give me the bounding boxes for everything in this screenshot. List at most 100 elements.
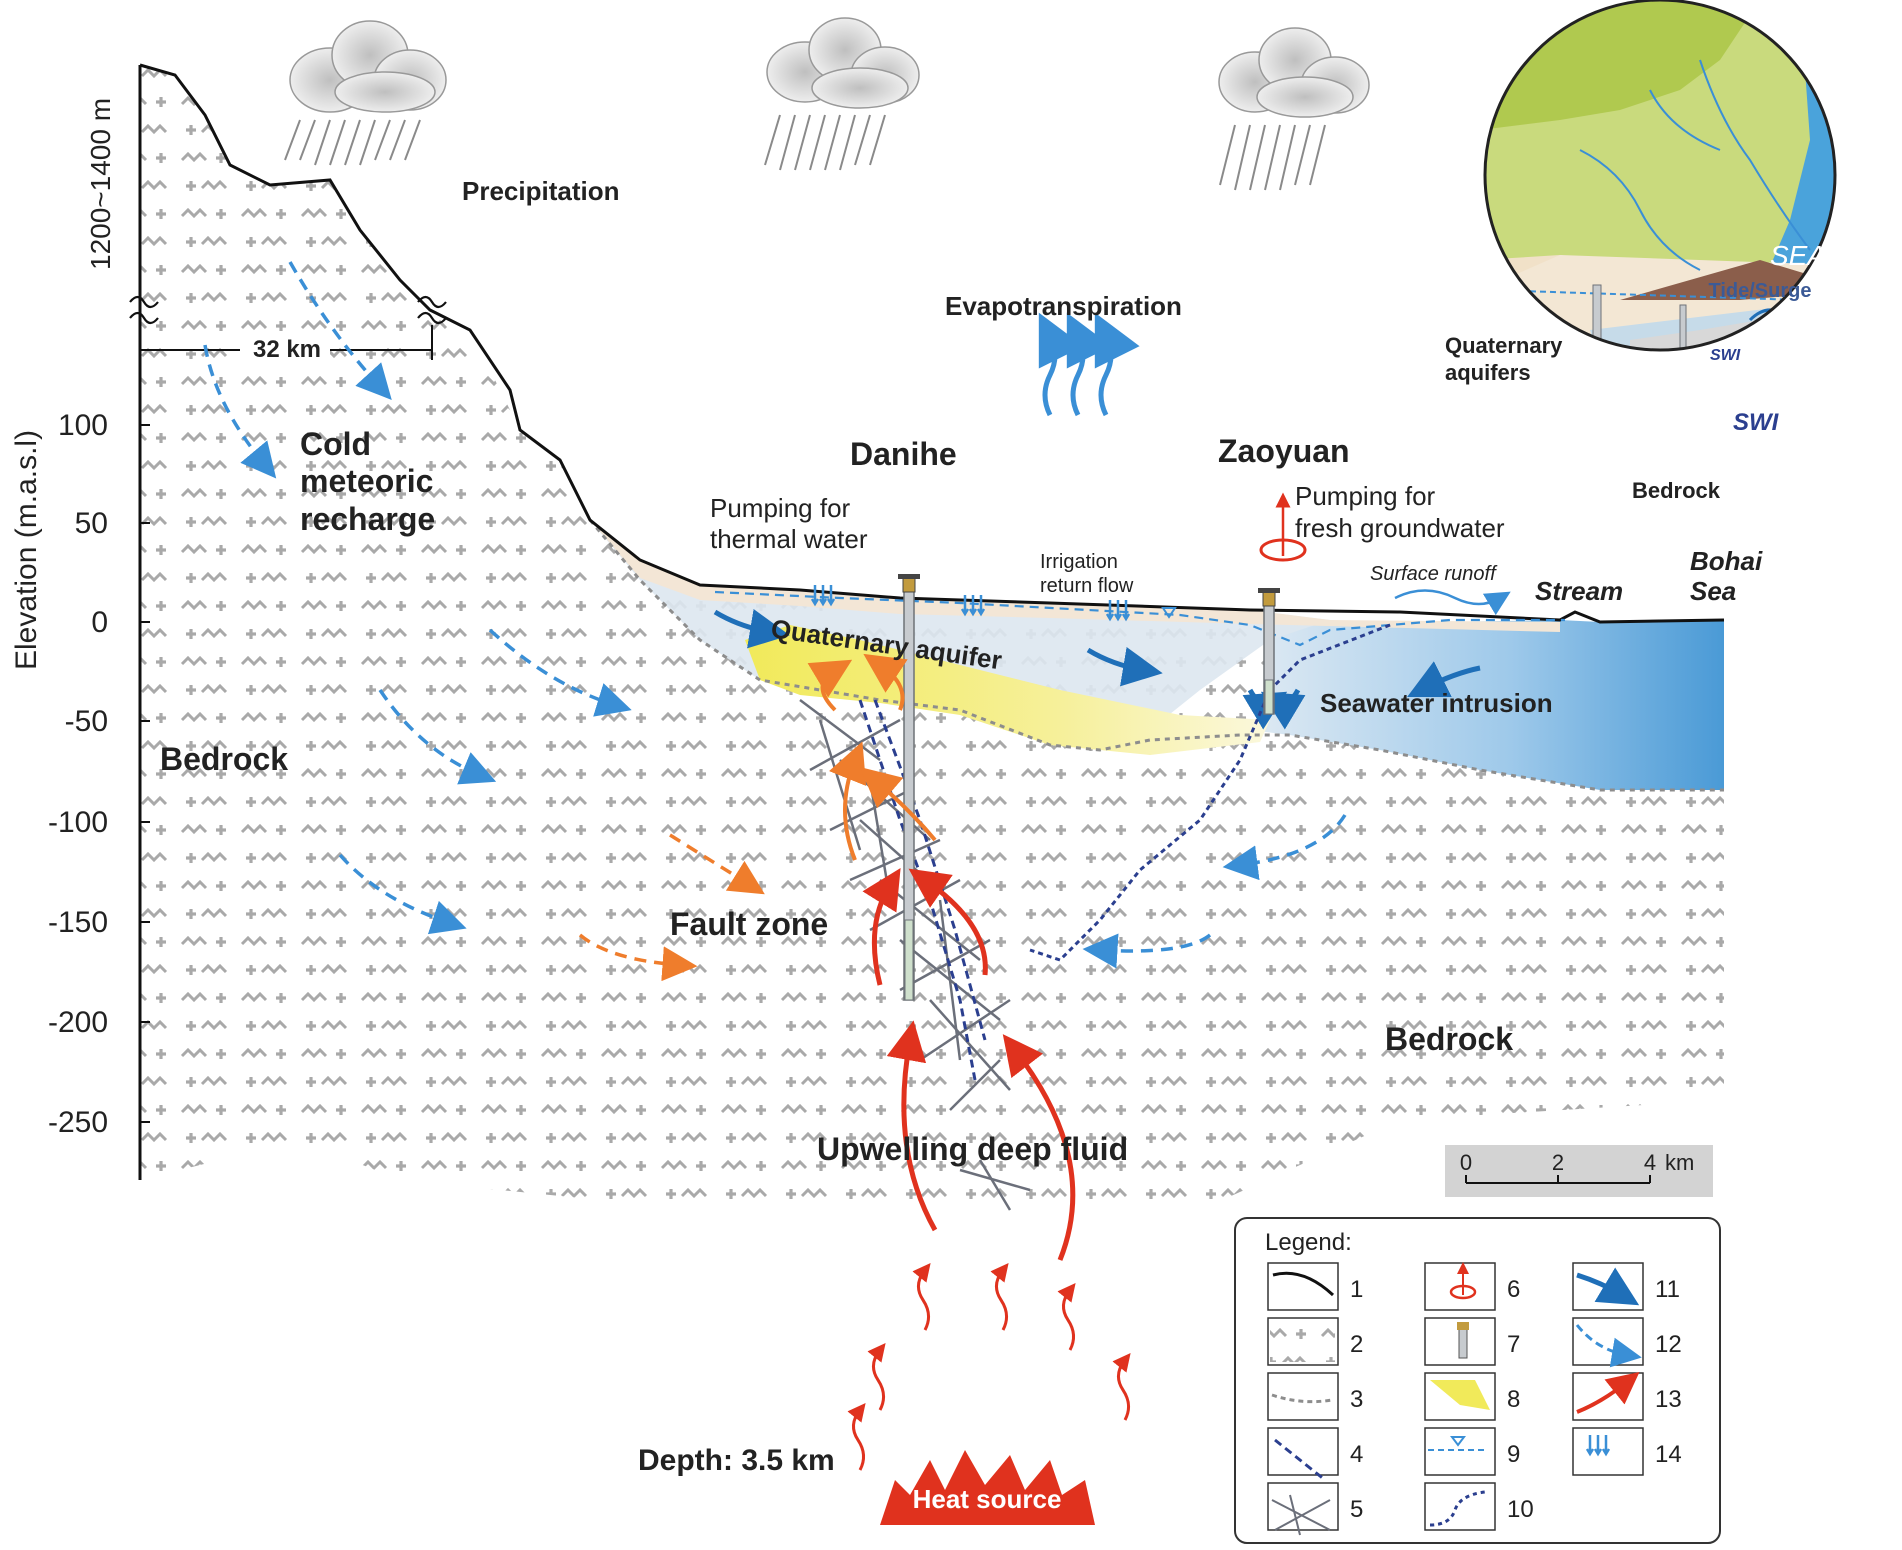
scale-unit: km [1665,1150,1694,1175]
legend-item-number: 7 [1507,1331,1520,1358]
legend-item-box [1267,1262,1339,1311]
legend-item-number: 9 [1507,1441,1520,1468]
y-tick-label: 50 [75,507,108,540]
y-axis-title: Elevation (m.a.s.l) [10,430,43,670]
y-axis-ticks: 100 50 0 -50 -100 -150 -200 -250 [48,409,150,1139]
pumping-fresh-label-1: Pumping for [1295,481,1436,511]
zaoyuan-label: Zaoyuan [1218,433,1350,469]
inset-swi-small-label: SWI [1710,347,1741,364]
unsaturated-zone [590,520,1560,632]
y-tick-label: 0 [91,606,108,639]
depth-label: Depth: 3.5 km [638,1444,835,1477]
legend-item-box [1424,1317,1496,1366]
cloud-left [284,20,447,166]
legend-item-box [1424,1372,1496,1421]
seawater-intrusion-label: Seawater intrusion [1320,688,1553,718]
legend-item-number: 14 [1655,1441,1682,1468]
cold-recharge-label-3: recharge [300,501,435,537]
legend-item-number: 6 [1507,1276,1520,1303]
legend-item-number: 13 [1655,1386,1682,1413]
pumping-thermal-label-2: thermal water [710,524,868,554]
y-tick-label: -150 [48,906,108,939]
precipitation-label: Precipitation [462,176,619,206]
evapotranspiration-arrows [1038,312,1140,417]
cold-recharge-label-1: Cold [300,426,371,462]
inset-sea-label: SEA [1770,240,1826,271]
water-table-line [714,590,1565,647]
stream-label: Stream [1535,576,1623,606]
recharge-flow-arrows [203,261,1347,969]
y-axis-range-top: 1200~1400 m [85,98,116,270]
inset-map [1485,0,1835,350]
legend-item-box [1424,1427,1496,1476]
legend-item-number: 2 [1350,1331,1363,1358]
inset-bedrock-label: Bedrock [1632,478,1721,503]
irrigation-label-1: Irrigation [1040,551,1118,573]
legend-item-number: 11 [1655,1276,1680,1303]
legend-item-number: 5 [1350,1496,1363,1523]
distance-bracket: 32 km [140,325,433,363]
inset-border [1483,0,1837,352]
bohai-sea-label-2: Sea [1690,576,1736,606]
scale-tick-4: 4 [1644,1150,1656,1175]
evapotranspiration-label: Evapotranspiration [945,291,1182,321]
bohai-sea-label-1: Bohai [1690,546,1763,576]
saltwater-interface [1029,623,1391,962]
fault-zone-label: Fault zone [670,906,828,942]
legend-item-box [1572,1262,1644,1311]
heat-source-label: Heat source [913,1484,1062,1514]
lateral-warm-arrows [578,833,765,982]
thermal-well [898,574,920,1001]
cold-recharge-label-2: meteoric [300,463,433,499]
y-tick-label: -100 [48,806,108,839]
bedrock-label-right: Bedrock [1385,1021,1513,1057]
irrigation-infiltration-symbols [810,585,1131,622]
legend-item-box [1572,1317,1644,1366]
y-tick-label: -250 [48,1106,108,1139]
legend-item-number: 3 [1350,1386,1363,1413]
inset-quaternary-label-2: aquifers [1445,360,1531,385]
legend-item-box [1267,1372,1339,1421]
thermal-upflow-arrows [862,868,1076,1261]
heat-source-symbol [847,1262,1131,1525]
aquifer-flow-arrows [713,608,1481,730]
y-axis-break [129,295,447,325]
legend-item-number: 1 [1350,1276,1363,1303]
distance-label: 32 km [253,336,321,363]
inset-swi-large-label: SWI [1733,409,1780,436]
danihe-label: Danihe [850,436,957,472]
legend-item-box [1267,1427,1339,1476]
legend-title: Legend: [1265,1229,1352,1256]
scale-tick-2: 2 [1552,1150,1564,1175]
cloud-center [764,17,920,171]
legend-item-number: 12 [1655,1331,1682,1358]
warm-upflow-arrows [807,653,937,861]
inset-tide-label: Tide/Surge [1709,280,1812,302]
legend-item-number: 4 [1350,1441,1363,1468]
inset-aquitard-label: Aquitard [1740,362,1792,378]
fresh-well [1258,588,1280,715]
scale-bar: 0 2 4 km [1445,1145,1713,1197]
surface-runoff-label: Surface runoff [1370,563,1498,585]
irrigation-label-2: return flow [1040,575,1134,597]
cloud-right [1218,27,1370,191]
y-tick-label: 100 [58,409,108,442]
legend-item-number: 8 [1507,1386,1520,1413]
legend-item-number: 10 [1507,1496,1534,1523]
inset-quaternary-label-1: Quaternary [1445,333,1563,358]
water-level-marker [1161,607,1177,619]
legend-item-box [1267,1317,1339,1366]
upwelling-label: Upwelling deep fluid [817,1131,1128,1167]
legend-symbols [1270,1262,1642,1536]
legend-item-box [1267,1482,1339,1531]
quaternary-aquifer-band [590,520,1330,748]
pumping-thermal-label-1: Pumping for [710,493,851,523]
y-tick-label: -50 [65,705,108,738]
legend-item-box [1424,1482,1496,1531]
scale-tick-0: 0 [1460,1150,1472,1175]
y-tick-label: -200 [48,1006,108,1039]
land-surface-line [139,63,1725,624]
pumping-symbol [1259,492,1307,562]
pumping-fresh-label-2: fresh groundwater [1295,513,1505,543]
